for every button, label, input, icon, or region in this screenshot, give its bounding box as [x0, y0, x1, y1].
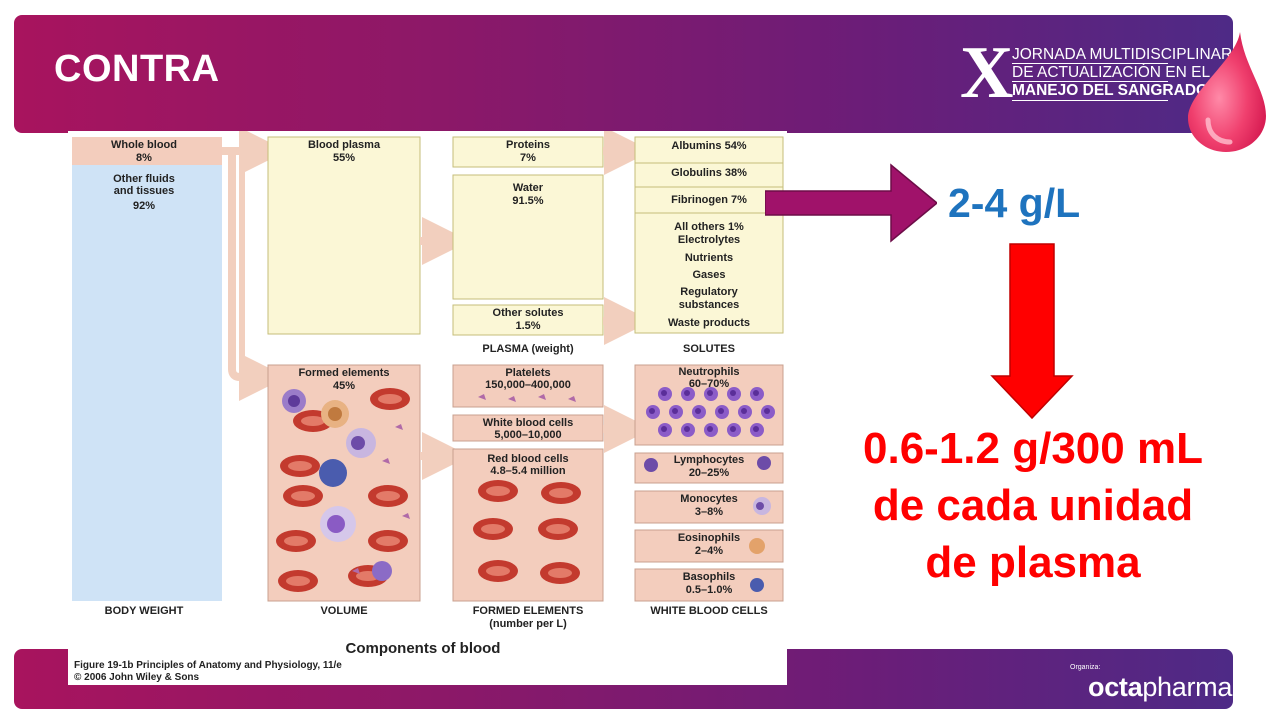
- albumins-label: Albumins 54%: [671, 140, 746, 152]
- conclusion-line1: 0.6-1.2 g/300 mL: [863, 424, 1203, 473]
- conclusion-line2: de cada unidad: [872, 481, 1194, 530]
- whole-blood-pct: 8%: [136, 152, 152, 164]
- volume-label: VOLUME: [320, 605, 367, 617]
- platelets-count: 150,000–400,000: [485, 379, 571, 391]
- monocytes-pct: 3–8%: [695, 506, 723, 518]
- body-weight-label: BODY WEIGHT: [105, 605, 184, 617]
- sponsor-logo-light: pharma: [1142, 672, 1233, 702]
- event-logo-line3: MANEJO DEL SANGRADO: [1012, 82, 1209, 99]
- neutrophils-label: Neutrophils: [678, 366, 739, 378]
- other-solutes-pct: 1.5%: [515, 320, 540, 332]
- rbc-label: Red blood cells: [487, 453, 568, 465]
- right-arrow-icon: [765, 163, 937, 243]
- figure-caption: Components of blood: [346, 640, 501, 657]
- proteins-label: Proteins: [506, 139, 550, 151]
- solutes-label: SOLUTES: [683, 343, 735, 355]
- plasma-weight-label: PLASMA (weight): [482, 343, 574, 355]
- conclusion-line3: de plasma: [925, 538, 1141, 587]
- water-label: Water: [513, 182, 544, 194]
- wbc-label: White blood cells: [483, 417, 573, 429]
- other-fluids-pct: 92%: [133, 200, 155, 212]
- and-tissues-label: and tissues: [114, 185, 175, 197]
- formed-elements-pct: 45%: [333, 380, 355, 392]
- others-line: All others 1%: [674, 221, 744, 233]
- monocytes-label: Monocytes: [680, 493, 737, 505]
- whole-blood-label: Whole blood: [111, 139, 177, 151]
- other-solutes-label: Other solutes: [493, 307, 564, 319]
- proteins-pct: 7%: [520, 152, 536, 164]
- fibrinogen-result: 2-4 g/L: [948, 180, 1081, 226]
- down-arrow-icon: [990, 243, 1074, 420]
- white-blood-cells-label: WHITE BLOOD CELLS: [650, 605, 767, 617]
- slide-title: CONTRA: [54, 48, 220, 90]
- water-pct: 91.5%: [512, 195, 543, 207]
- basophils-label: Basophils: [683, 571, 736, 583]
- eosinophils-label: Eosinophils: [678, 532, 740, 544]
- figure-credit2: © 2006 John Wiley & Sons: [74, 672, 200, 683]
- fibrinogen-label: Fibrinogen 7%: [671, 194, 747, 206]
- blood-plasma-pct: 55%: [333, 152, 355, 164]
- formed-elements-label: Formed elements: [298, 367, 389, 379]
- event-logo-line1: JORNADA MULTIDISCIPLINAR: [1012, 46, 1233, 63]
- others-line: Regulatory: [680, 286, 738, 298]
- conclusion-text: 0.6-1.2 g/300 mL de cada unidad de plasm…: [828, 420, 1238, 591]
- blood-drop-icon: [1188, 32, 1266, 152]
- blood-plasma-label: Blood plasma: [308, 139, 381, 151]
- others-line: Waste products: [668, 317, 750, 329]
- others-line: substances: [679, 299, 740, 311]
- sponsor-logo: octapharma: [1088, 672, 1232, 703]
- wbc-count: 5,000–10,000: [494, 429, 561, 441]
- other-fluids-label: Other fluids: [113, 173, 175, 185]
- platelets-label: Platelets: [505, 367, 550, 379]
- sponsor-logo-bold: octa: [1088, 672, 1143, 702]
- organizer-label: Organiza:: [1070, 664, 1101, 671]
- formed-elements-sublabel: (number per L): [489, 618, 567, 630]
- neutrophils-pct: 60–70%: [689, 378, 730, 390]
- formed-elements-col-label: FORMED ELEMENTS: [473, 605, 584, 617]
- globulins-label: Globulins 38%: [671, 167, 747, 179]
- others-line: Gases: [692, 269, 725, 281]
- event-logo-line2: DE ACTUALIZACIÓN EN EL: [1012, 64, 1211, 81]
- others-line: Electrolytes: [678, 234, 740, 246]
- blood-components-figure: Whole blood 8% Other fluids and tissues …: [68, 127, 787, 685]
- lymphocytes-label: Lymphocytes: [674, 454, 745, 466]
- eosinophils-pct: 2–4%: [695, 545, 723, 557]
- title-bar: [14, 15, 1233, 133]
- event-logo: X JORNADA MULTIDISCIPLINAR DE ACTUALIZAC…: [960, 36, 1232, 110]
- basophils-pct: 0.5–1.0%: [686, 584, 733, 596]
- others-line: Nutrients: [685, 252, 733, 264]
- figure-credit1: Figure 19-1b Principles of Anatomy and P…: [74, 660, 342, 671]
- lymphocytes-pct: 20–25%: [689, 467, 730, 479]
- rbc-count: 4.8–5.4 million: [490, 465, 565, 477]
- event-logo-numeral: X: [960, 32, 1014, 114]
